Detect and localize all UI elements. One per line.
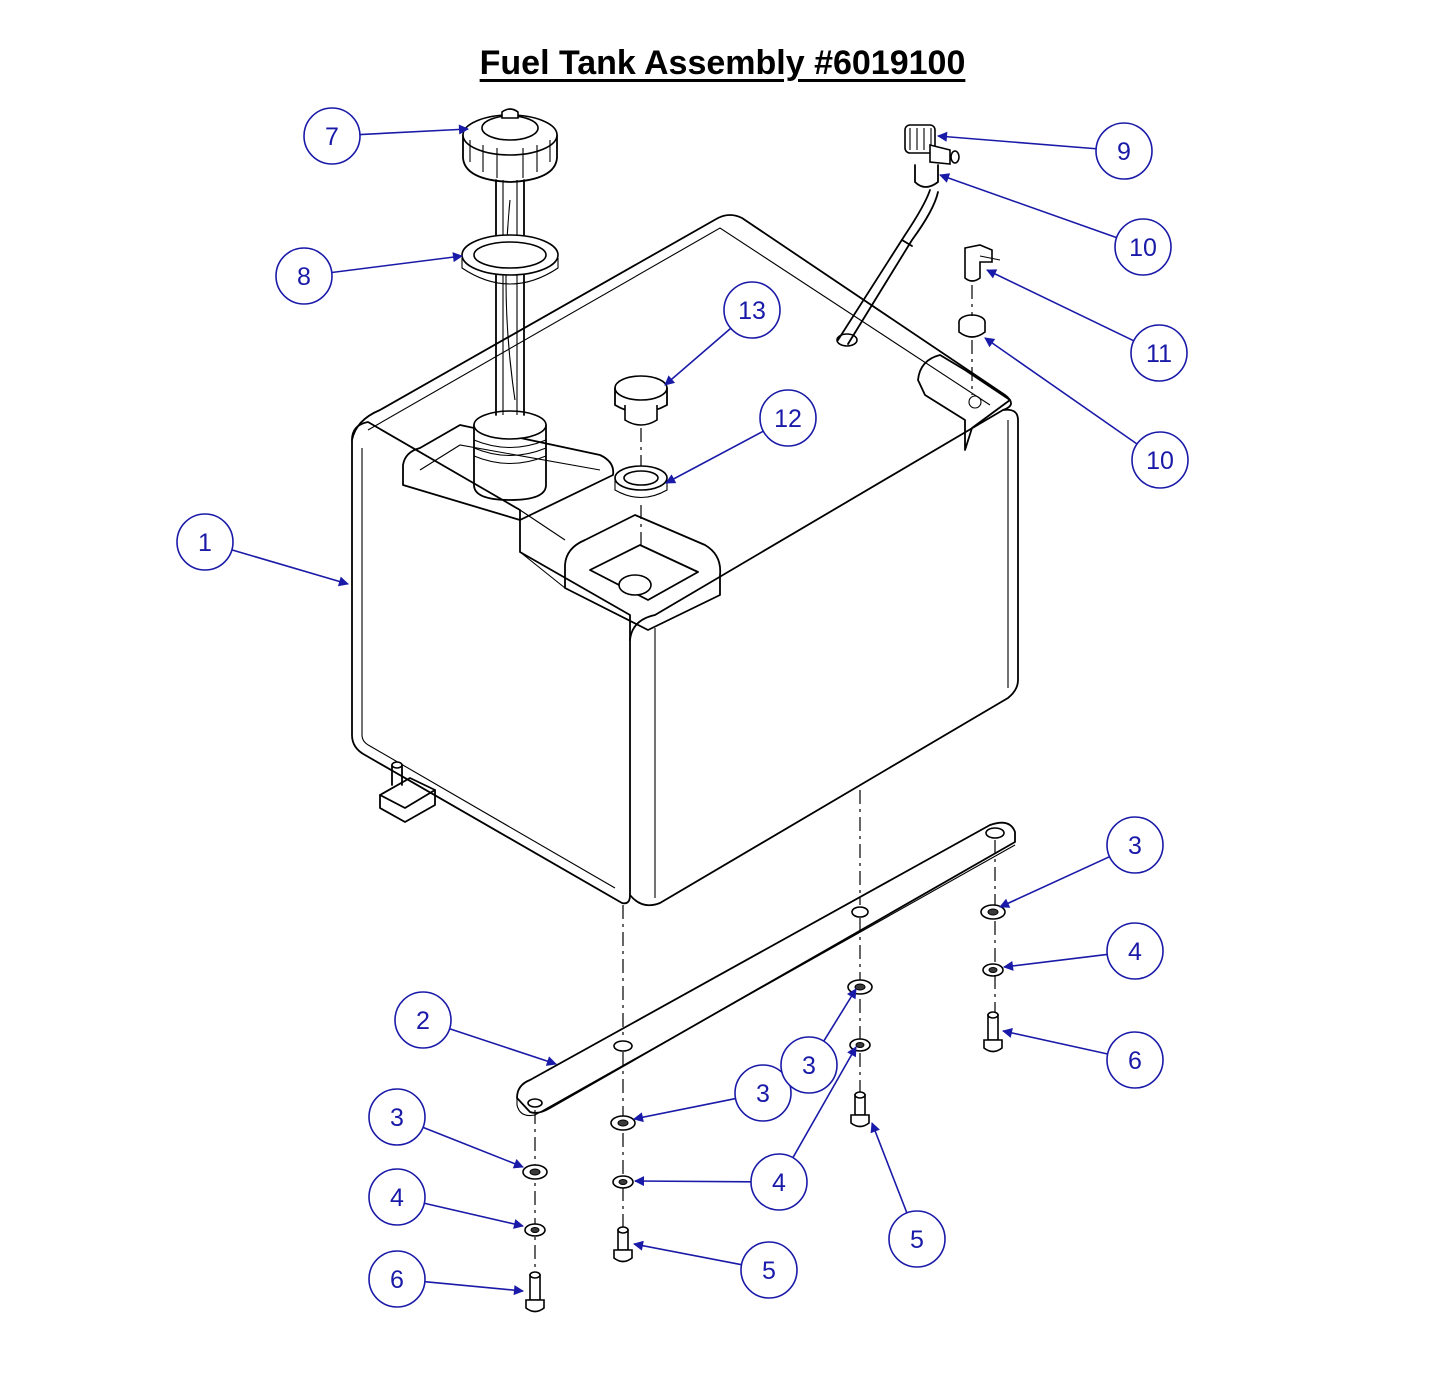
callout-leader-13 xyxy=(664,327,732,386)
callout-bubble-6: 6 xyxy=(1106,1031,1164,1089)
callout-leader-1 xyxy=(231,549,349,587)
callout-leader-11 xyxy=(986,269,1135,342)
callout-leader-3 xyxy=(823,988,857,1042)
callout-bubble-2: 2 xyxy=(394,991,452,1049)
callout-number: 5 xyxy=(762,1257,776,1285)
callout-number: 8 xyxy=(297,263,311,291)
callout-bubble-7: 7 xyxy=(303,107,361,165)
mounting-strap xyxy=(516,821,1016,1117)
callout-leader-5 xyxy=(633,1240,742,1266)
assembly-centerlines xyxy=(534,790,996,1275)
callout-leader-7 xyxy=(359,124,469,136)
callout-leader-6 xyxy=(1002,1028,1108,1055)
callout-leader-6 xyxy=(424,1280,524,1296)
callout-number: 9 xyxy=(1117,138,1131,166)
callout-leader-10 xyxy=(984,337,1138,445)
callout-leader-4 xyxy=(792,1046,857,1159)
hardware-stack-right xyxy=(980,904,1006,1053)
callout-leader-4 xyxy=(1003,953,1108,971)
callout-bubble-3: 3 xyxy=(368,1088,426,1146)
callout-bubble-9: 9 xyxy=(1095,122,1153,180)
callout-bubble-5: 5 xyxy=(888,1210,946,1268)
fuel-cap-and-sender xyxy=(461,108,559,501)
vent-fitting-and-hose xyxy=(837,124,960,345)
callout-bubble-4: 4 xyxy=(1106,922,1164,980)
callout-number: 4 xyxy=(1128,938,1142,966)
callout-number: 6 xyxy=(390,1266,404,1294)
callout-number: 1 xyxy=(198,529,212,557)
callout-number: 10 xyxy=(1129,234,1157,262)
callout-number: 4 xyxy=(772,1169,786,1197)
callout-number: 3 xyxy=(1128,832,1142,860)
callout-number: 11 xyxy=(1146,340,1172,368)
elbow-fitting-and-grommet xyxy=(958,244,1001,395)
callout-number: 2 xyxy=(416,1007,430,1035)
callout-number: 12 xyxy=(774,405,802,433)
callout-bubble-3: 3 xyxy=(734,1064,792,1122)
callout-bubble-1: 1 xyxy=(176,513,234,571)
callout-leader-3 xyxy=(422,1126,524,1169)
callout-number: 4 xyxy=(390,1184,404,1212)
callout-leader-12 xyxy=(665,430,764,484)
callout-bubble-13: 13 xyxy=(723,281,781,339)
fuel-tank-body xyxy=(351,214,1019,907)
callout-bubble-6: 6 xyxy=(368,1250,426,1308)
callout-number: 3 xyxy=(390,1104,404,1132)
callout-leader-8 xyxy=(331,252,463,274)
callout-number: 3 xyxy=(802,1052,816,1080)
hardware-stack-left xyxy=(522,1164,548,1313)
page-title: Fuel Tank Assembly #6019100 xyxy=(479,44,966,82)
callout-leader-4 xyxy=(424,1202,524,1229)
callout-leader-3 xyxy=(999,855,1110,908)
callout-number: 6 xyxy=(1128,1047,1142,1075)
callout-bubble-10: 10 xyxy=(1131,431,1189,489)
callout-leader-4 xyxy=(634,1176,752,1187)
hardware-stack-middle xyxy=(610,1115,636,1263)
callout-number: 5 xyxy=(910,1226,924,1254)
callout-number: 13 xyxy=(738,297,766,325)
callout-number: 7 xyxy=(325,123,339,151)
callout-leader-5 xyxy=(870,1122,908,1214)
callout-number: 3 xyxy=(756,1080,770,1108)
callout-bubble-10: 10 xyxy=(1114,218,1172,276)
callout-number: 10 xyxy=(1146,447,1174,475)
callout-bubble-3: 3 xyxy=(1106,816,1164,874)
callout-bubble-8: 8 xyxy=(275,247,333,305)
callout-leader-3 xyxy=(633,1097,736,1123)
callout-leader-2 xyxy=(449,1028,557,1066)
plug-and-grommet xyxy=(614,375,668,545)
callout-leader-9 xyxy=(937,131,1097,150)
callout-bubble-4: 4 xyxy=(368,1168,426,1226)
callout-bubble-12: 12 xyxy=(759,389,817,447)
callout-bubble-3: 3 xyxy=(780,1036,838,1094)
callout-bubble-11: 11 xyxy=(1130,324,1188,382)
callout-leader-10 xyxy=(939,173,1117,239)
callout-bubble-4: 4 xyxy=(750,1153,808,1211)
callout-bubble-5: 5 xyxy=(740,1241,798,1299)
